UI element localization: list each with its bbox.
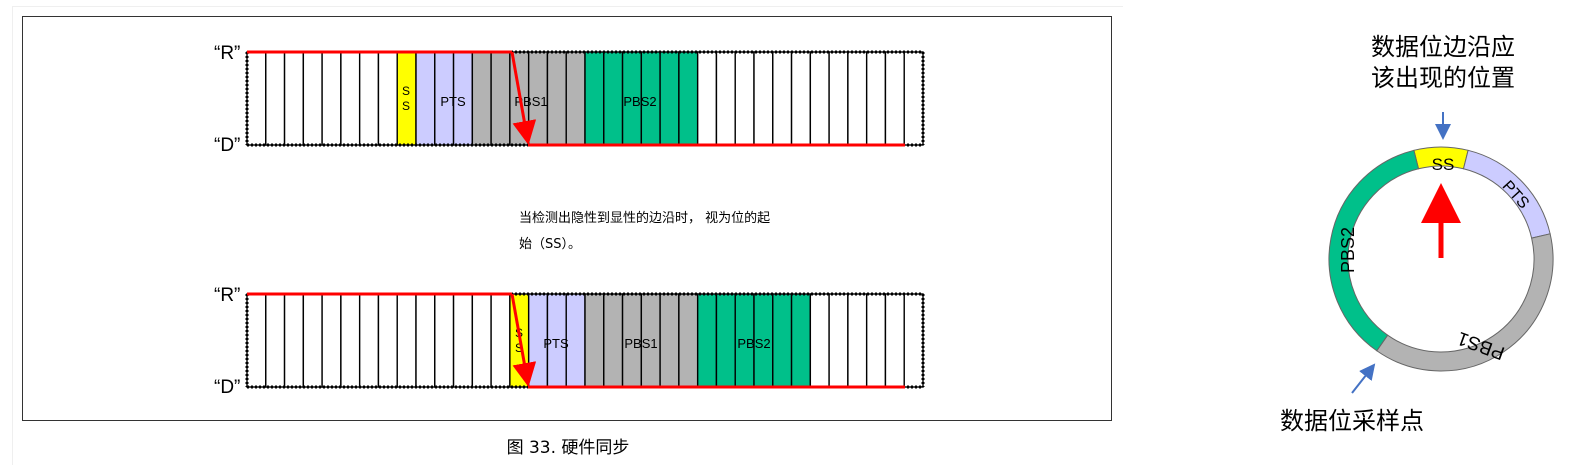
ring-top-label-line-2: 该出现的位置 <box>1371 64 1515 92</box>
time-quantum-cell <box>283 51 305 146</box>
segment-label-ss-2: S <box>402 99 410 113</box>
time-quantum-cell <box>321 293 342 388</box>
time-quantum-cell <box>471 51 492 146</box>
time-quantum-cell <box>415 51 436 146</box>
edge-note-line-2: 始（SS）。 <box>519 237 581 252</box>
time-quantum-cell <box>734 51 755 146</box>
level-label-r-bottom: “R” <box>214 285 240 306</box>
time-quantum-cell <box>847 51 868 146</box>
time-quantum-cell <box>696 293 718 388</box>
time-quantum-cell <box>772 293 793 388</box>
signal-edge-arrow-bottom <box>510 293 537 387</box>
time-quantum-cell <box>283 293 305 388</box>
ring-segment-pbs2 <box>1328 149 1420 352</box>
bit-timing-ring: SS PTS PBS1 PBS2 数据位边沿应 该出现的位置 数据位采样点 <box>1280 33 1554 435</box>
time-quantum-cell <box>377 51 398 146</box>
time-quantum-cell <box>396 293 417 388</box>
segment-label-ss-2-bottom: S <box>515 341 523 355</box>
time-quantum-cell <box>565 51 586 146</box>
time-quantum-cell <box>340 51 361 146</box>
time-quantum-cell <box>678 51 699 146</box>
figure-caption: 图 33. 硬件同步 <box>507 438 630 458</box>
time-quantum-cell <box>903 51 924 146</box>
ring-label-pbs2: PBS2 <box>1338 227 1358 273</box>
time-quantum-cell <box>715 293 736 388</box>
time-quantum-cell <box>246 293 267 388</box>
level-label-d: “D” <box>214 135 240 156</box>
time-quantum-cell <box>490 293 511 388</box>
timing-row-bottom: “R” “D” S S PTS PBS1 PBS2 <box>214 285 925 398</box>
time-quantum-cell <box>715 51 736 146</box>
time-quantum-cell <box>753 51 774 146</box>
time-quantum-cell <box>340 293 361 388</box>
time-quantum-cell <box>246 51 267 146</box>
time-quantum-cell <box>659 51 680 146</box>
time-quantum-cell <box>772 51 793 146</box>
time-quantum-cell <box>584 51 605 146</box>
segment-label-pts-bottom: PTS <box>543 336 569 351</box>
time-quantum-cell <box>358 293 380 388</box>
time-quantum-cell <box>865 51 887 146</box>
level-label-r: “R” <box>214 43 240 64</box>
time-quantum-cell <box>452 293 474 388</box>
time-quantum-cell <box>603 51 624 146</box>
time-quantum-cell <box>678 293 699 388</box>
time-quantum-cell <box>415 293 436 388</box>
time-quantum-cell <box>809 293 830 388</box>
time-quantum-cell <box>790 51 812 146</box>
time-quantum-cell <box>903 293 924 388</box>
time-quantum-cell <box>302 51 323 146</box>
level-label-d-bottom: “D” <box>214 377 240 398</box>
time-quantum-cell <box>302 293 323 388</box>
time-quantum-cell <box>828 51 849 146</box>
ring-label-ss: SS <box>1432 155 1455 174</box>
time-quantum-cell <box>377 293 398 388</box>
segment-label-pbs2-bottom: PBS2 <box>737 336 770 351</box>
segment-label-pbs1-bottom: PBS1 <box>624 336 657 351</box>
time-quantum-cell <box>265 293 286 388</box>
time-quantum-cell <box>790 293 812 388</box>
time-quantum-cell <box>847 293 868 388</box>
time-quantum-cell <box>321 51 342 146</box>
ring-top-label-line-1: 数据位边沿应 <box>1371 33 1515 61</box>
time-quantum-cell <box>546 51 567 146</box>
time-quantum-cell <box>565 293 586 388</box>
time-quantum-cell <box>434 293 455 388</box>
time-quantum-cell <box>659 293 680 388</box>
edge-note-line-1: 当检测出隐性到显性的边沿时， 视为位的起 <box>519 210 770 226</box>
time-quantum-cell <box>490 51 511 146</box>
time-quantum-cell <box>884 293 905 388</box>
signal-edge-arrow-top <box>510 51 537 145</box>
time-quantum-cell <box>884 51 905 146</box>
timing-row-top: “R” “D” S S PTS PBS1 PBS2 <box>214 43 925 156</box>
time-quantum-cell <box>865 293 887 388</box>
time-quantum-cell <box>265 51 286 146</box>
time-quantum-cell <box>358 51 380 146</box>
segment-label-ss-1: S <box>402 84 410 98</box>
time-quantum-cell <box>828 293 849 388</box>
time-quantum-cell <box>809 51 830 146</box>
segment-label-pts: PTS <box>440 94 466 109</box>
time-quantum-cell <box>603 293 624 388</box>
segment-label-pbs2: PBS2 <box>623 94 656 109</box>
time-quantum-cell <box>696 51 718 146</box>
time-quantum-cell <box>471 293 492 388</box>
ring-bottom-label: 数据位采样点 <box>1280 407 1424 435</box>
time-quantum-cell <box>584 293 605 388</box>
ring-sample-pointer-arrow <box>1351 363 1376 394</box>
